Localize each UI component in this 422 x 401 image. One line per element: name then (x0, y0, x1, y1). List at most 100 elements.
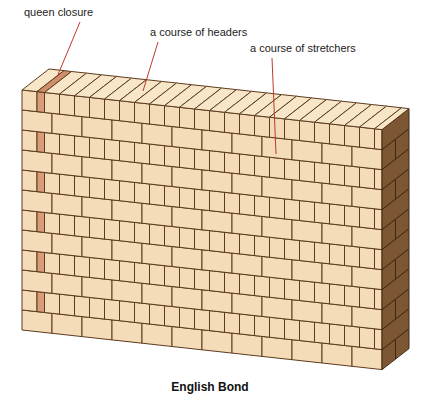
brick (262, 176, 292, 199)
brick (225, 152, 240, 174)
brick (270, 237, 285, 259)
brick (142, 163, 172, 186)
brick (165, 266, 180, 288)
brick (105, 139, 120, 161)
brick (330, 164, 345, 186)
brick (105, 179, 120, 201)
brick (255, 196, 270, 218)
brick (225, 112, 240, 134)
brick (255, 236, 270, 258)
brick (270, 277, 285, 299)
brick (240, 234, 255, 256)
brick (202, 210, 232, 233)
brick (37, 92, 45, 113)
brick (210, 191, 225, 213)
brick (195, 229, 210, 251)
brick (352, 266, 382, 289)
figure-caption: English Bond (171, 380, 248, 394)
brick (300, 321, 315, 343)
brick (315, 122, 330, 144)
brick (232, 333, 262, 356)
brick (292, 300, 322, 323)
brick (142, 283, 172, 306)
end-bricks (382, 109, 409, 370)
brick (165, 146, 180, 168)
brick (75, 256, 90, 278)
brick (315, 282, 330, 304)
brick (270, 157, 285, 179)
part-label: a course of headers (150, 26, 247, 39)
leader-line (143, 42, 158, 91)
brick (112, 160, 142, 183)
brick (322, 223, 352, 246)
brick (142, 203, 172, 226)
brick (172, 327, 202, 350)
brick (255, 316, 270, 338)
brick (172, 247, 202, 270)
brick (105, 259, 120, 281)
brick (45, 93, 60, 115)
brick (232, 253, 262, 276)
brick (180, 227, 195, 249)
brick (90, 137, 105, 159)
brick (285, 119, 300, 141)
brick (22, 250, 37, 272)
brick (135, 102, 150, 124)
brick (210, 311, 225, 333)
brick (37, 292, 45, 313)
brick-top (375, 108, 410, 130)
brick (345, 206, 360, 228)
brick (90, 217, 105, 239)
part-label: a course of stretchers (250, 42, 356, 55)
brick (210, 111, 225, 133)
brick (90, 177, 105, 199)
brick (330, 124, 345, 146)
brick (262, 296, 292, 319)
brick (360, 247, 375, 269)
leader-line (272, 58, 276, 154)
brick (232, 133, 262, 156)
brick (300, 121, 315, 143)
brick (322, 303, 352, 326)
brick (210, 231, 225, 253)
brick (292, 140, 322, 163)
brick (240, 274, 255, 296)
brick (232, 173, 262, 196)
brick (150, 304, 165, 326)
brick (202, 170, 232, 193)
brick (22, 270, 52, 293)
brick (292, 260, 322, 283)
brick (262, 336, 292, 359)
brick (22, 170, 37, 192)
brick (262, 216, 292, 239)
brick (352, 346, 382, 369)
brick (180, 107, 195, 129)
brick (22, 290, 37, 312)
brick (142, 323, 172, 346)
brick (142, 123, 172, 146)
brick (210, 271, 225, 293)
brick (45, 213, 60, 235)
brick (255, 116, 270, 138)
brick (240, 114, 255, 136)
brick (292, 340, 322, 363)
brick (112, 320, 142, 343)
brick (82, 197, 112, 220)
brick (60, 174, 75, 196)
brick (300, 201, 315, 223)
brick (120, 301, 135, 323)
brick (135, 302, 150, 324)
brick (285, 239, 300, 261)
brick (360, 207, 375, 229)
brick (37, 252, 45, 273)
brick (285, 199, 300, 221)
brick (82, 277, 112, 300)
brick (225, 192, 240, 214)
brick (22, 130, 37, 152)
brick (75, 216, 90, 238)
brick (22, 110, 52, 133)
brick (82, 117, 112, 140)
brick (45, 293, 60, 315)
brick (82, 157, 112, 180)
brick (52, 313, 82, 336)
